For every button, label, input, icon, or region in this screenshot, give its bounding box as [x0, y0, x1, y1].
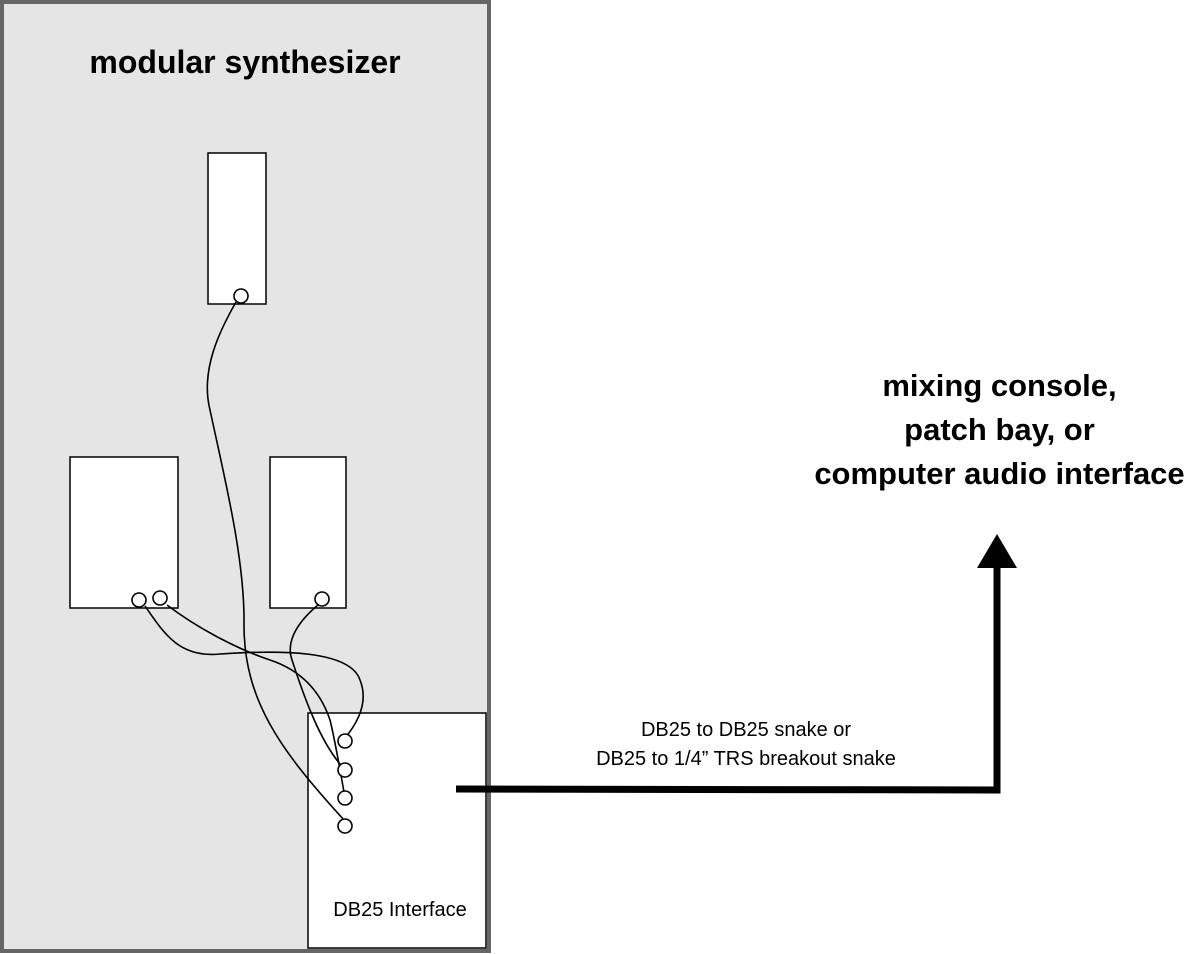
module-top: [207, 152, 267, 305]
snake-cable: [455, 566, 1001, 794]
patch-cable-left-2: [166, 604, 345, 793]
db25-interface-label: DB25 Interface: [333, 899, 467, 921]
snake-label-line-1: DB25 to DB25 snake or: [640, 719, 852, 741]
destination-line-2: patch bay, or: [904, 412, 1095, 447]
patch-cable-right: [289, 604, 341, 765]
module-right: [269, 456, 347, 609]
jack-interface-4: [337, 818, 353, 834]
destination-line-3: computer audio interface: [814, 456, 1185, 491]
jack-left-module-2: [152, 590, 168, 606]
snake-label: DB25 to DB25 snake or DB25 to 1/4” TRS b…: [560, 716, 932, 774]
jack-top-module: [233, 288, 249, 304]
jack-interface-1: [337, 733, 353, 749]
destination-line-1: mixing console,: [882, 368, 1117, 403]
synth-title: modular synthesizer: [89, 44, 401, 80]
jack-interface-3: [337, 790, 353, 806]
db25-interface-box: [307, 712, 487, 949]
module-left: [69, 456, 179, 609]
arrow-head-icon: [977, 534, 1017, 568]
patch-cable-top: [206, 301, 345, 821]
jack-right-module: [314, 591, 330, 607]
jack-interface-2: [337, 762, 353, 778]
snake-label-line-2: DB25 to 1/4” TRS breakout snake: [596, 748, 896, 770]
jack-left-module-1: [131, 592, 147, 608]
patch-cable-left-1: [144, 605, 364, 739]
destination-label: mixing console, patch bay, or computer a…: [800, 364, 1199, 496]
